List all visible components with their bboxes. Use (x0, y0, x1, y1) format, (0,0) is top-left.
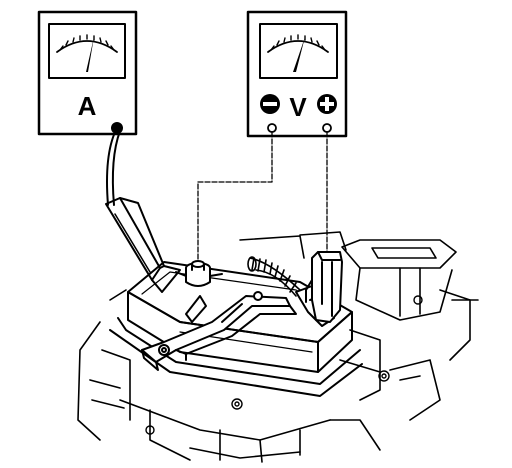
voltmeter-positive-terminal (322, 123, 332, 133)
ammeter: A (37, 10, 138, 136)
ammeter-scale-arc (56, 40, 118, 53)
ammeter-scale-ticks (59, 34, 115, 51)
voltmeter-plus-icon (317, 94, 337, 114)
ammeter-body (37, 10, 138, 136)
ammeter-dial-window (48, 23, 126, 79)
battery-side (317, 311, 353, 373)
voltmeter-dial-window (259, 23, 338, 79)
voltmeter-scale-arc (267, 40, 329, 53)
voltmeter: V (246, 10, 348, 138)
ammeter-label: A (78, 91, 97, 121)
voltmeter-negative-lead (197, 131, 273, 263)
battery-positive-cable (247, 256, 301, 297)
engine-bay-background (77, 231, 479, 463)
voltmeter-label: V (289, 92, 307, 122)
ammeter-terminal (111, 122, 123, 134)
ammeter-lead (105, 129, 181, 293)
voltmeter-needle (293, 37, 305, 72)
battery-hold-down-bracket (141, 291, 297, 371)
engine-bay-bolts (145, 295, 423, 435)
battery-negative-terminal (175, 260, 223, 287)
voltmeter-negative-terminal (267, 123, 277, 133)
ammeter-needle (86, 37, 94, 72)
voltmeter-minus-icon (260, 94, 280, 114)
voltmeter-positive-clip (305, 251, 343, 323)
voltmeter-scale-ticks (270, 34, 326, 51)
voltmeter-body (246, 10, 348, 138)
